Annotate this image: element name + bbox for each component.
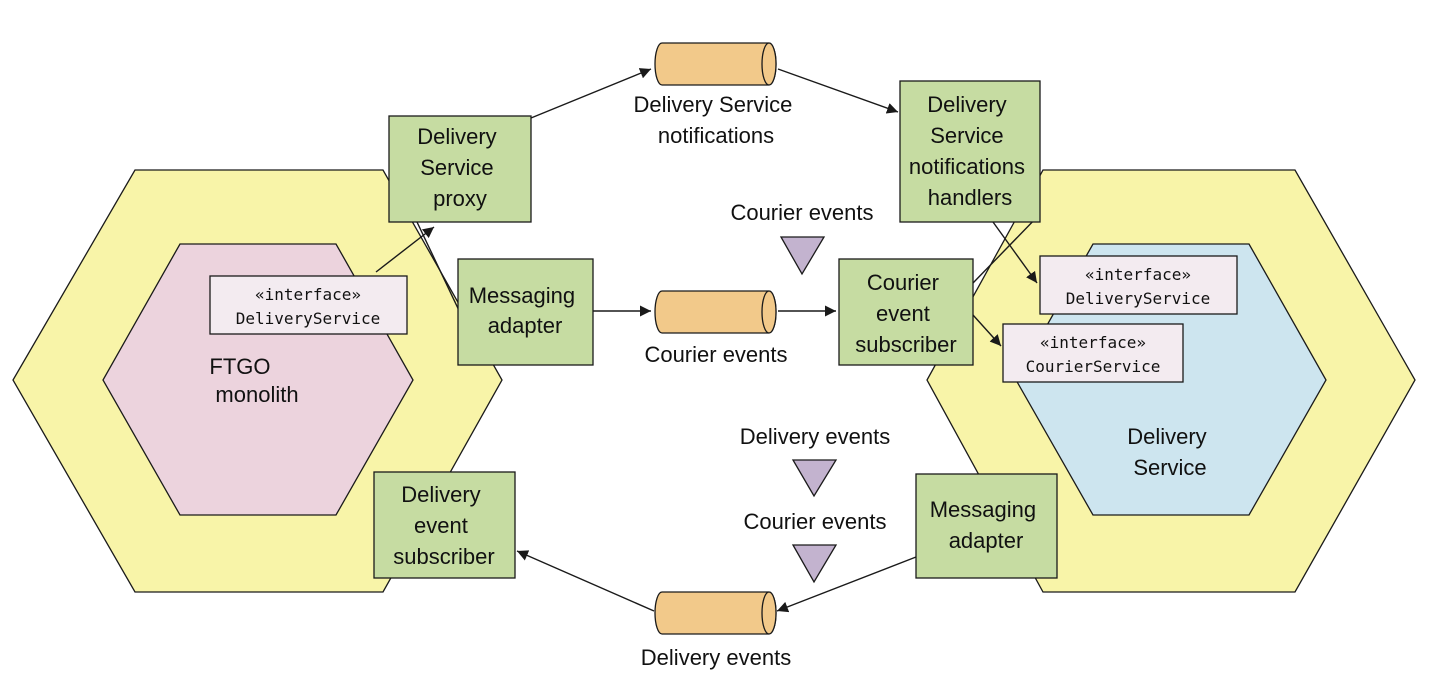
courier-events-channel: Courier events <box>644 290 788 367</box>
courier-event-subscriber-label: Courier event subscriber <box>855 270 956 357</box>
channel-cylinder <box>654 42 777 86</box>
proxy-box <box>388 115 532 223</box>
delivery-event-subscriber: Delivery event subscriber <box>373 471 516 579</box>
interface-stereotype: «interface» <box>255 285 361 304</box>
arrow-interface-to-proxy <box>375 226 435 273</box>
interface-name: CourierService <box>1026 357 1161 376</box>
monolith-label: FTGO monolith <box>209 354 298 407</box>
notifications-handlers-box <box>899 80 1041 223</box>
delivery-service-notifications-handlers: Delivery Service notifications handlers <box>899 80 1041 223</box>
service-label: Delivery Service <box>1127 424 1213 480</box>
monolith-delivery-service-interface: «interface» DeliveryService <box>209 275 408 335</box>
delivery-events-channel: Delivery events <box>641 591 791 670</box>
courier-event-subscriber: Courier event subscriber <box>838 258 974 366</box>
arrow-delivery-channel-to-subscriber <box>516 550 655 612</box>
delivery-event-subscriber-box <box>373 471 516 579</box>
notifications-channel: Delivery Service notifications <box>633 42 798 148</box>
arrow-handlers-to-delivery-interface <box>992 221 1038 284</box>
channel-cylinder-cap <box>761 290 777 334</box>
service-courier-service-interface: «interface» CourierService <box>1002 323 1184 383</box>
delivery-service-proxy: Delivery Service proxy <box>388 115 532 223</box>
event-marker-label: Courier events <box>743 509 886 534</box>
arrow-notifications-channel-to-handlers <box>777 68 899 114</box>
event-triangle <box>779 236 826 276</box>
interface-stereotype: «interface» <box>1085 265 1191 284</box>
interface-box <box>1002 323 1184 383</box>
event-marker-label: Courier events <box>730 200 873 225</box>
messaging-adapter-right: Messaging adapter <box>915 473 1058 579</box>
link-subscriber-to-handlers <box>972 213 1041 284</box>
interface-name: DeliveryService <box>1066 289 1211 308</box>
messaging-adapter-right-label: Messaging adapter <box>930 497 1043 553</box>
interface-name: DeliveryService <box>236 309 381 328</box>
messaging-adapter-box <box>457 258 594 366</box>
event-triangle <box>791 544 838 584</box>
upper-courier-events-marker: Courier events <box>730 200 874 276</box>
channel-cylinder <box>654 591 777 635</box>
lower-delivery-events-marker: Delivery events <box>740 424 890 498</box>
channel-cylinder-cap <box>761 591 777 635</box>
arrow-adapter-to-delivery-channel <box>776 556 917 613</box>
messaging-adapter-left: Messaging adapter <box>457 258 594 366</box>
proxy-label: Delivery Service proxy <box>417 124 503 211</box>
interface-box <box>1039 255 1238 315</box>
channel-cylinder <box>654 290 777 334</box>
delivery-event-subscriber-label: Delivery event subscriber <box>393 482 494 569</box>
service-delivery-service-interface: «interface» DeliveryService <box>1039 255 1238 315</box>
event-triangle <box>791 459 838 498</box>
notifications-handlers-label: Delivery Service notifications handlers <box>909 92 1031 210</box>
courier-events-channel-label: Courier events <box>644 342 787 367</box>
arrow-subscriber-to-courier-interface <box>972 314 1002 347</box>
event-marker-label: Delivery events <box>740 424 890 449</box>
courier-event-subscriber-box <box>838 258 974 366</box>
messaging-adapter-right-box <box>915 473 1058 579</box>
arrow-proxy-to-notifications-channel <box>530 68 652 119</box>
lower-courier-events-marker: Courier events <box>743 509 887 584</box>
delivery-events-channel-label: Delivery events <box>641 645 791 670</box>
channel-cylinder-cap <box>761 42 777 86</box>
notifications-channel-label: Delivery Service notifications <box>633 92 798 148</box>
interface-stereotype: «interface» <box>1040 333 1146 352</box>
messaging-adapter-label: Messaging adapter <box>469 283 582 338</box>
interface-box <box>209 275 408 335</box>
